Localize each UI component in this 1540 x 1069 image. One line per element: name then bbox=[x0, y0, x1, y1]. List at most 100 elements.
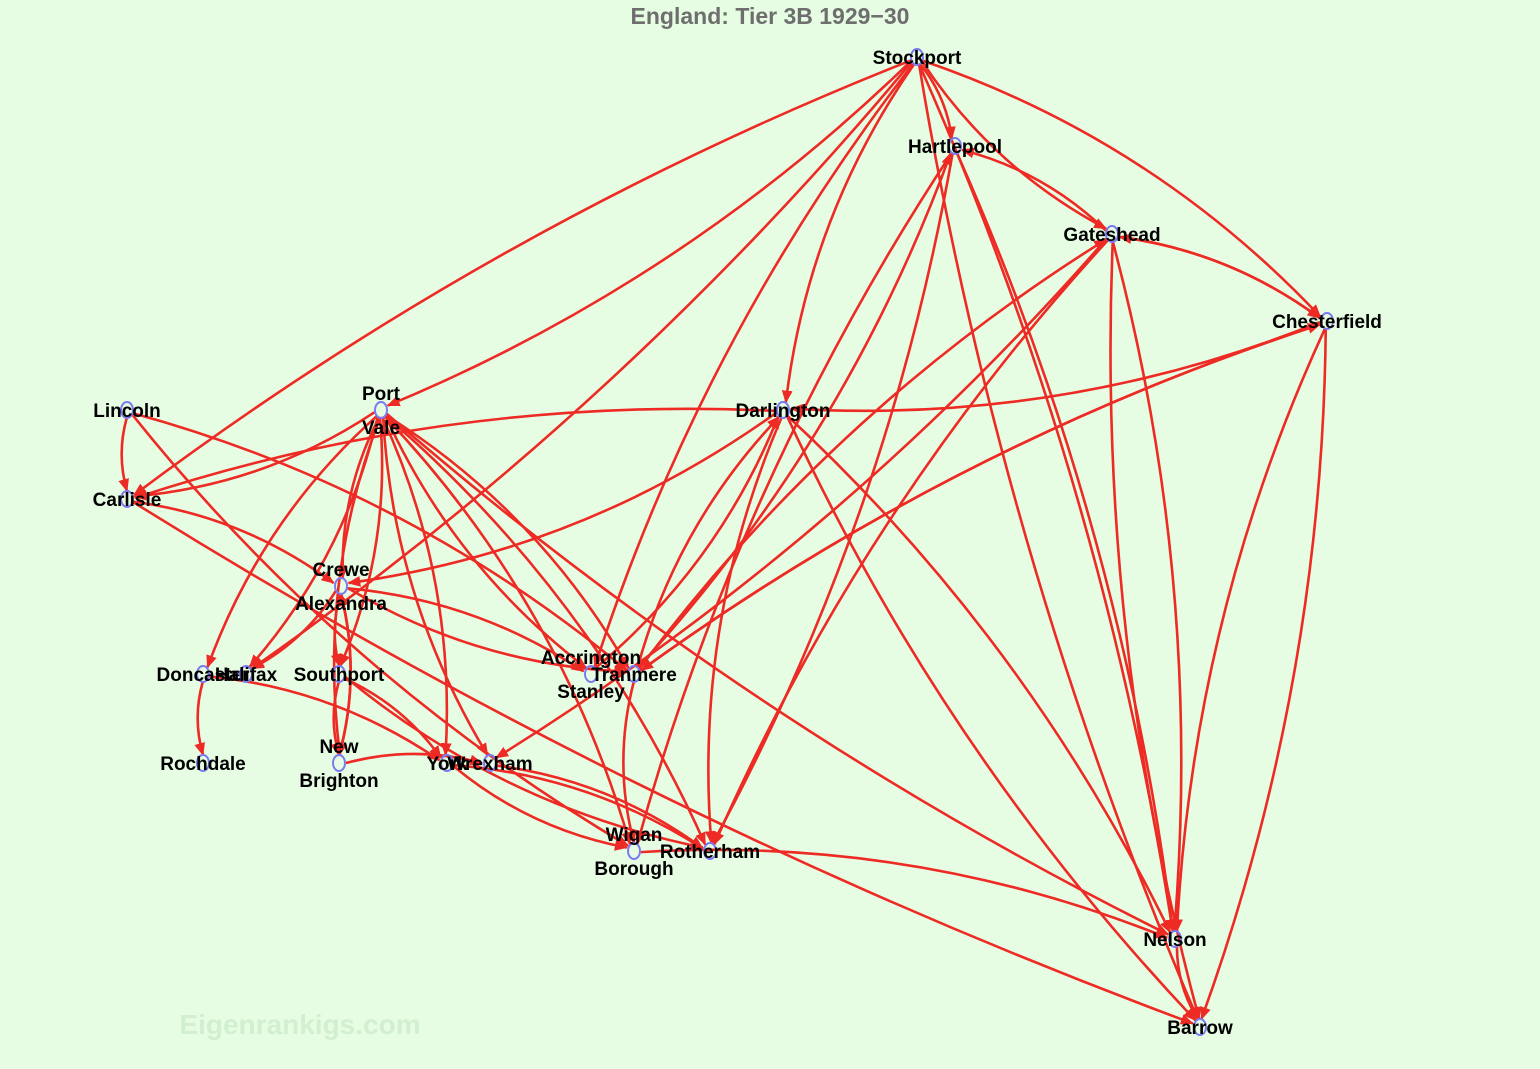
node-marker bbox=[196, 754, 210, 772]
node-label: Halifax bbox=[215, 665, 278, 686]
edge-port-vale-to-york bbox=[381, 416, 452, 757]
node-chesterfield: Chesterfield bbox=[1272, 312, 1382, 333]
edge-port-vale-to-accrington-stanley bbox=[384, 414, 587, 669]
edge-darlington-to-nelson bbox=[786, 414, 1172, 934]
edge-lincoln-to-wigan-borough bbox=[131, 413, 629, 847]
edge-crewe-alexandra-to-accrington-stanley bbox=[347, 587, 585, 673]
edge-hartlepool-to-rotherham bbox=[711, 152, 954, 845]
node-marker bbox=[120, 490, 134, 508]
node-marker bbox=[948, 137, 962, 155]
edge-port-vale-to-wigan-borough bbox=[383, 415, 632, 846]
node-marker bbox=[703, 842, 717, 860]
edge-layer bbox=[118, 59, 1328, 1025]
edge-accrington-stanley-to-darlington bbox=[594, 415, 780, 670]
node-label: Wigan bbox=[606, 825, 663, 846]
edge-tranmere-to-chesterfield bbox=[639, 323, 1321, 672]
node-marker bbox=[910, 48, 924, 66]
node-marker bbox=[483, 754, 497, 772]
edge-stockport-to-halifax bbox=[251, 60, 913, 670]
node-marker bbox=[1105, 225, 1119, 243]
edge-southport-to-york bbox=[343, 677, 442, 759]
edge-new-brighton-to-crewe-alexandra bbox=[337, 592, 352, 757]
node-marker bbox=[440, 754, 454, 772]
node-wrexham: Wrexham bbox=[447, 754, 533, 775]
node-label: Vale bbox=[362, 418, 400, 439]
node-label: Doncaster bbox=[157, 665, 251, 686]
edge-gateshead-to-chesterfield bbox=[1118, 235, 1321, 320]
node-label: Accrington bbox=[541, 648, 641, 669]
node-hartlepool: Hartlepool bbox=[908, 137, 1002, 158]
edge-hartlepool-to-wigan-borough bbox=[635, 151, 954, 845]
edge-port-vale-to-new-brighton bbox=[332, 416, 382, 757]
edge-gateshead-to-hartlepool bbox=[960, 147, 1107, 232]
edge-darlington-to-crewe-alexandra bbox=[347, 411, 778, 587]
edge-stockport-to-accrington-stanley bbox=[593, 62, 915, 668]
node-marker bbox=[776, 401, 790, 419]
edge-chesterfield-to-barrow bbox=[1200, 327, 1328, 1021]
edge-chesterfield-to-nelson bbox=[1172, 327, 1327, 933]
node-label: New bbox=[319, 737, 358, 758]
node-label: Brighton bbox=[299, 771, 378, 792]
node-label: Alexandra bbox=[295, 594, 387, 615]
node-lincoln: Lincoln bbox=[93, 401, 161, 422]
edge-chesterfield-to-gateshead bbox=[1118, 233, 1322, 320]
edge-stockport-to-port-vale bbox=[386, 59, 913, 407]
edge-nelson-to-barrow bbox=[1175, 945, 1199, 1021]
node-label: Hartlepool bbox=[908, 137, 1002, 158]
node-label: Port bbox=[362, 384, 401, 405]
node-marker bbox=[1193, 1018, 1207, 1036]
edge-gateshead-to-nelson bbox=[1111, 240, 1183, 933]
edge-doncaster-to-york bbox=[209, 675, 441, 762]
node-stockport: Stockport bbox=[873, 48, 962, 69]
node-label: Lincoln bbox=[93, 401, 161, 422]
node-marker bbox=[1168, 930, 1182, 948]
edge-lincoln-to-tranmere bbox=[132, 411, 628, 672]
edge-stockport-to-carlisle bbox=[133, 59, 912, 497]
edge-crewe-alexandra-to-halifax bbox=[250, 590, 337, 670]
node-label: Tranmere bbox=[591, 665, 677, 686]
node-carlisle: Carlisle bbox=[93, 490, 161, 511]
edge-doncaster-to-rochdale bbox=[194, 680, 205, 757]
edge-carlisle-to-crewe-alexandra bbox=[133, 500, 335, 585]
node-barrow: Barrow bbox=[1167, 1018, 1233, 1039]
node-marker bbox=[374, 401, 388, 419]
node-label: Stockport bbox=[873, 48, 962, 69]
edge-hartlepool-to-nelson bbox=[955, 152, 1177, 933]
edge-york-to-rotherham bbox=[453, 763, 704, 850]
node-label: Darlington bbox=[736, 401, 831, 422]
edge-stockport-to-darlington bbox=[781, 62, 916, 404]
edge-port-vale-to-rotherham bbox=[384, 414, 707, 846]
node-southport: Southport bbox=[294, 665, 385, 686]
edge-gateshead-to-wrexham bbox=[495, 237, 1108, 759]
node-nelson: Nelson bbox=[1143, 930, 1207, 951]
node-label: Borough bbox=[594, 859, 673, 880]
edge-port-vale-to-doncaster bbox=[206, 414, 378, 669]
node-marker bbox=[584, 665, 598, 683]
node-label: York bbox=[427, 754, 468, 775]
node-label: Gateshead bbox=[1063, 225, 1160, 246]
node-marker bbox=[332, 754, 346, 772]
edge-port-vale-to-southport bbox=[339, 416, 384, 668]
node-layer: StockportHartlepoolGatesheadChesterfield… bbox=[93, 48, 1382, 1039]
edge-york-to-wigan-borough bbox=[452, 764, 628, 851]
edge-darlington-to-barrow bbox=[785, 415, 1197, 1022]
edge-southport-to-rotherham bbox=[344, 676, 704, 851]
edge-southport-to-new-brighton bbox=[330, 680, 341, 757]
edge-stockport-to-barrow bbox=[917, 63, 1199, 1021]
node-rotherham: Rotherham bbox=[660, 842, 760, 863]
node-gateshead: Gateshead bbox=[1063, 225, 1161, 246]
node-darlington: Darlington bbox=[736, 401, 831, 422]
edge-gateshead-to-rotherham bbox=[713, 238, 1110, 846]
edge-darlington-to-carlisle bbox=[133, 407, 777, 500]
edge-wrexham-to-rotherham bbox=[496, 764, 704, 850]
watermark: Eigenrankigs.com bbox=[179, 1009, 420, 1040]
node-label: Crewe bbox=[312, 560, 369, 581]
node-marker bbox=[120, 401, 134, 419]
node-label: Stanley bbox=[557, 682, 625, 703]
edge-tranmere-to-hartlepool bbox=[636, 151, 953, 669]
